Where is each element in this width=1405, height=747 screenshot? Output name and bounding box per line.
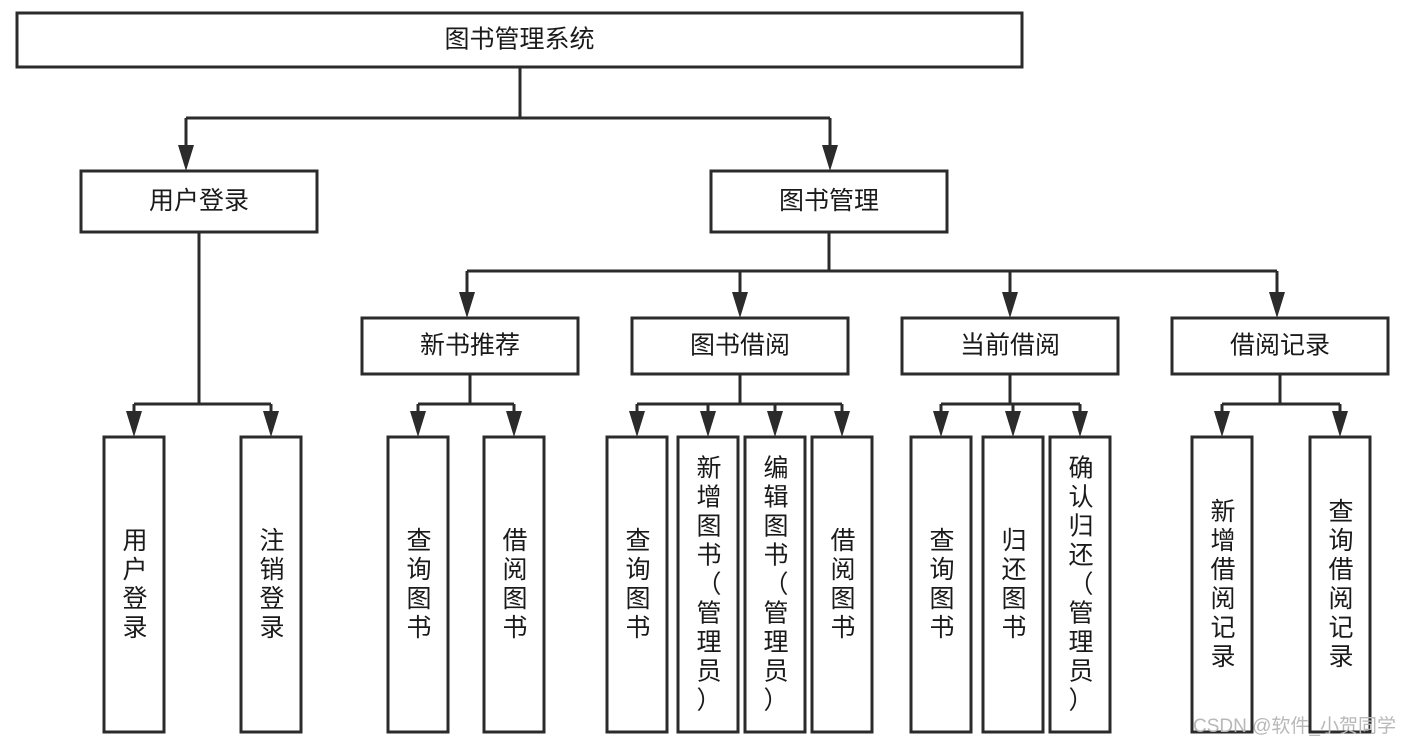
- node-new-book-recommend[interactable]: 新书推荐: [360, 316, 580, 376]
- arrow-head-icon: [732, 292, 748, 318]
- node-leaf-query-book-3[interactable]: 查询图书: [909, 435, 973, 734]
- node-label: 图书管理系统: [444, 26, 594, 54]
- node-box[interactable]: [482, 435, 546, 734]
- node-box[interactable]: [709, 169, 949, 234]
- node-book-manage[interactable]: 图书管理: [709, 169, 949, 234]
- node-box[interactable]: [15, 11, 1024, 69]
- arrow-head-icon: [1005, 411, 1021, 437]
- node-label: 用户登录: [149, 187, 249, 215]
- node-user-login[interactable]: 用户登录: [79, 169, 319, 234]
- arrow-head-icon: [459, 292, 475, 318]
- node-box[interactable]: [239, 435, 303, 734]
- node-label: 新书推荐: [420, 332, 520, 360]
- node-leaf-query-book-1[interactable]: 查询图书: [386, 435, 450, 734]
- arrow-head-icon: [1214, 411, 1230, 437]
- arrow-head-icon: [1332, 411, 1348, 437]
- node-label: 查询图书: [625, 527, 650, 642]
- node-label: 新增借阅记录: [1210, 498, 1235, 671]
- arrow-head-icon: [410, 411, 426, 437]
- node-label: 查询借阅记录: [1328, 498, 1353, 671]
- node-label: 图书借阅: [690, 332, 790, 360]
- node-box[interactable]: [386, 435, 450, 734]
- node-box[interactable]: [1190, 435, 1254, 734]
- node-book-borrow[interactable]: 图书借阅: [630, 316, 850, 376]
- arrow-head-icon: [700, 411, 716, 437]
- arrow-head-icon: [834, 411, 850, 437]
- node-box[interactable]: [605, 435, 669, 734]
- node-leaf-add-book[interactable]: 新增图书（管理员）: [676, 435, 740, 734]
- arrow-head-icon: [933, 411, 949, 437]
- node-leaf-query-record[interactable]: 查询借阅记录: [1308, 435, 1372, 734]
- node-box[interactable]: [981, 435, 1045, 734]
- node-label: 确认归还（管理员）: [1068, 455, 1093, 715]
- node-root[interactable]: 图书管理系统: [15, 11, 1024, 69]
- node-label: 查询图书: [929, 527, 954, 642]
- node-label: 当前借阅: [960, 332, 1060, 360]
- node-label: 用户登录: [122, 527, 147, 642]
- node-leaf-return-book[interactable]: 归还图书: [981, 435, 1045, 734]
- node-box[interactable]: [909, 435, 973, 734]
- node-label: 注销登录: [259, 527, 284, 642]
- arrow-head-icon: [178, 145, 194, 171]
- node-box[interactable]: [1308, 435, 1372, 734]
- node-leaf-edit-book[interactable]: 编辑图书（管理员）: [743, 435, 807, 734]
- connector-layer: [126, 67, 1348, 437]
- node-label: 借阅图书: [830, 527, 855, 642]
- node-leaf-user-login[interactable]: 用户登录: [102, 435, 166, 734]
- node-label: 图书管理: [779, 187, 879, 215]
- node-box[interactable]: [630, 316, 850, 376]
- node-box[interactable]: [102, 435, 166, 734]
- csdn-watermark: CSDN @软件_小贺同学: [1193, 715, 1396, 737]
- node-label: 查询图书: [406, 527, 431, 642]
- arrow-head-icon: [1002, 292, 1018, 318]
- arrow-head-icon: [126, 411, 142, 437]
- node-box[interactable]: [79, 169, 319, 234]
- node-label: 新增图书（管理员）: [696, 455, 721, 715]
- node-leaf-logout[interactable]: 注销登录: [239, 435, 303, 734]
- node-leaf-confirm-return[interactable]: 确认归还（管理员）: [1048, 435, 1112, 734]
- arrow-head-icon: [263, 411, 279, 437]
- node-label: 借阅图书: [502, 527, 527, 642]
- arrow-head-icon: [506, 411, 522, 437]
- node-label: 编辑图书（管理员）: [763, 455, 788, 715]
- node-current-borrow[interactable]: 当前借阅: [900, 316, 1120, 376]
- node-leaf-borrow-book-1[interactable]: 借阅图书: [482, 435, 546, 734]
- node-box[interactable]: [676, 435, 740, 734]
- node-label: 借阅记录: [1230, 332, 1330, 360]
- node-box[interactable]: [360, 316, 580, 376]
- node-leaf-borrow-book-2[interactable]: 借阅图书: [810, 435, 874, 734]
- arrow-head-icon: [1269, 292, 1285, 318]
- node-borrow-record[interactable]: 借阅记录: [1170, 316, 1390, 376]
- node-leaf-add-record[interactable]: 新增借阅记录: [1190, 435, 1254, 734]
- node-box[interactable]: [743, 435, 807, 734]
- arrow-head-icon: [767, 411, 783, 437]
- node-box[interactable]: [1048, 435, 1112, 734]
- node-label: 归还图书: [1001, 527, 1026, 642]
- node-box[interactable]: [900, 316, 1120, 376]
- arrow-head-icon: [629, 411, 645, 437]
- node-box[interactable]: [1170, 316, 1390, 376]
- node-layer: 图书管理系统用户登录图书管理新书推荐图书借阅当前借阅借阅记录用户登录注销登录查询…: [15, 11, 1390, 734]
- node-leaf-query-book-2[interactable]: 查询图书: [605, 435, 669, 734]
- node-box[interactable]: [810, 435, 874, 734]
- arrow-head-icon: [822, 145, 838, 171]
- arrow-head-icon: [1072, 411, 1088, 437]
